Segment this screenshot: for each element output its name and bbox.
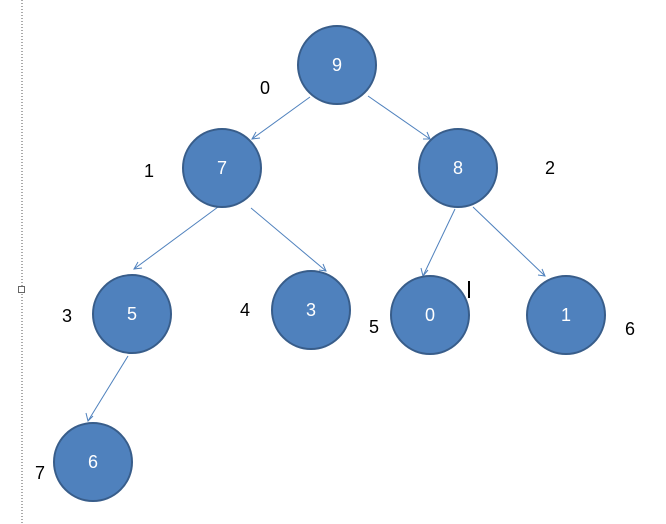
node-circle (53, 422, 133, 502)
edge-7-to-3 (250, 207, 327, 272)
node-circle (297, 25, 377, 105)
edge-9-to-8 (367, 95, 431, 140)
node-value: 7 (217, 158, 227, 178)
edge-8-to-0 (420, 208, 456, 278)
node-index-label: 0 (260, 78, 270, 98)
node-index-label: 4 (240, 300, 250, 320)
margin-handle[interactable] (18, 286, 25, 293)
node-index-label: 5 (369, 317, 379, 337)
node-value: 8 (453, 158, 463, 178)
node-index-label: 1 (144, 161, 154, 181)
tree-node[interactable]: 1 6 (526, 275, 635, 355)
tree-nodes: 9 0 7 1 8 2 5 3 3 4 0 5 1 (35, 25, 635, 502)
node-value: 9 (332, 55, 342, 75)
node-value: 6 (88, 452, 98, 472)
edge-5-to-6 (85, 355, 129, 422)
node-circle (526, 275, 606, 355)
tree-node[interactable]: 9 0 (260, 25, 377, 105)
node-circle (92, 274, 172, 354)
edge-7-to-5 (133, 206, 219, 270)
tree-node[interactable]: 8 2 (418, 128, 555, 208)
tree-node[interactable]: 6 7 (35, 422, 133, 502)
node-circle (390, 275, 470, 355)
node-value: 1 (561, 305, 571, 325)
node-index-label: 6 (625, 319, 635, 339)
tree-node[interactable]: 0 5 (369, 275, 470, 355)
edge-9-to-7 (251, 96, 311, 140)
edge-8-to-1 (472, 206, 546, 277)
node-value: 0 (425, 305, 435, 325)
node-value: 3 (306, 300, 316, 320)
node-circle (271, 270, 351, 350)
node-circle (182, 128, 262, 208)
node-index-label: 7 (35, 463, 45, 483)
node-circle (418, 128, 498, 208)
node-value: 5 (127, 304, 137, 324)
node-index-label: 3 (62, 306, 72, 326)
tree-node[interactable]: 5 3 (62, 274, 172, 354)
tree-node[interactable]: 7 1 (144, 128, 262, 208)
tree-node[interactable]: 3 4 (240, 270, 351, 350)
node-index-label: 2 (545, 158, 555, 178)
